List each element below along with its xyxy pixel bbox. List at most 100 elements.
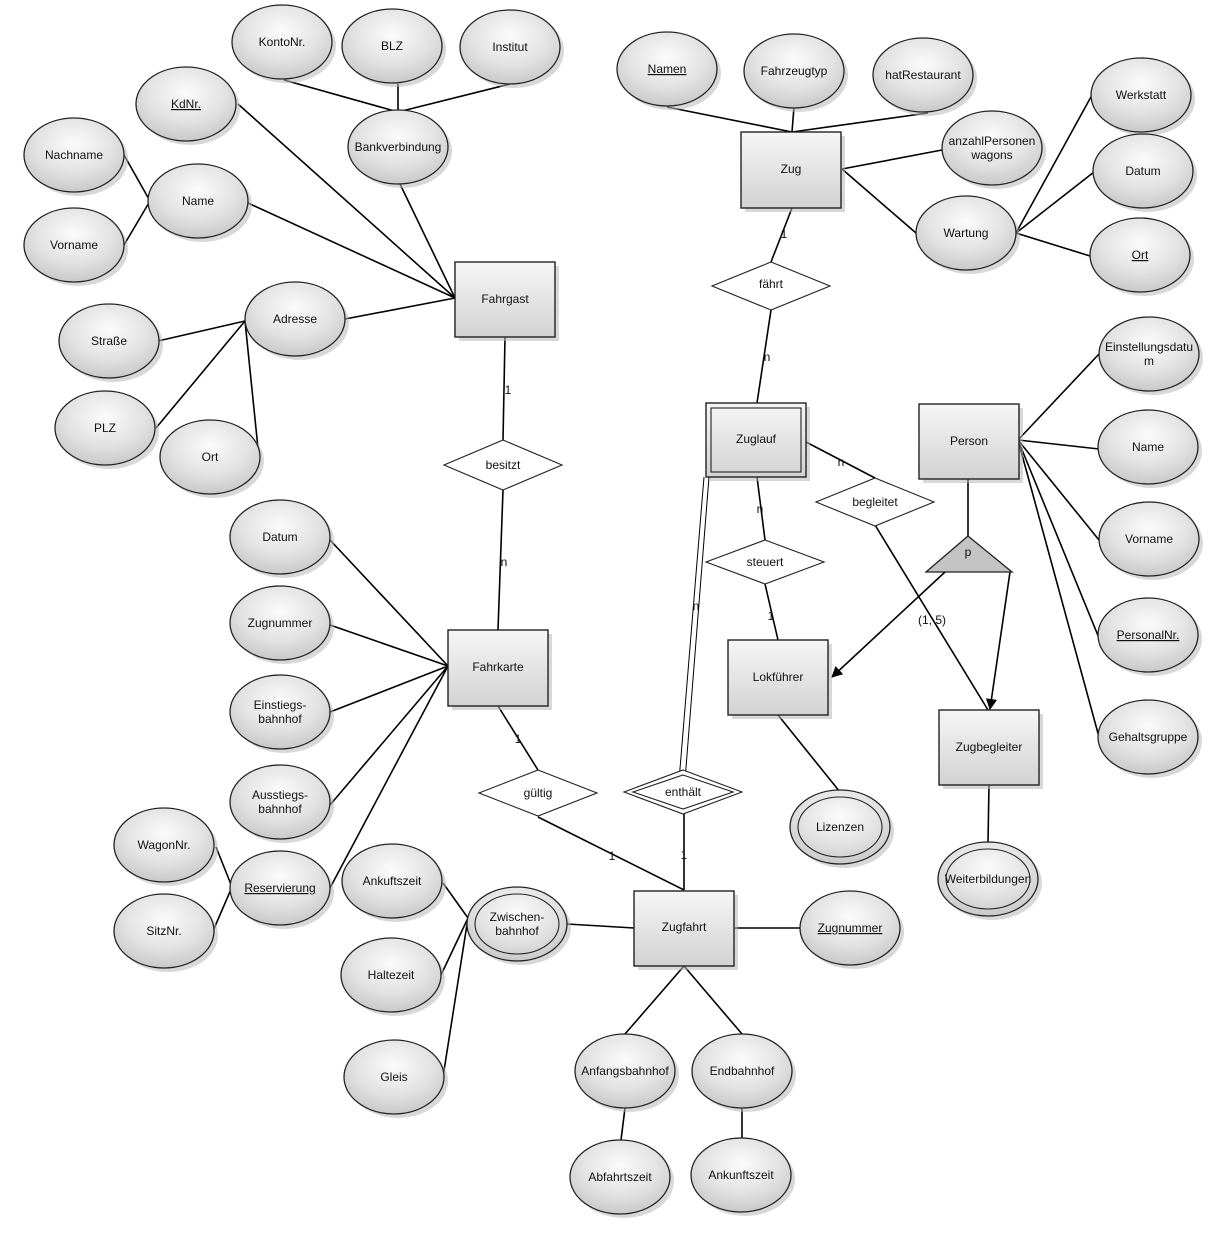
svg-text:besitzt: besitzt bbox=[486, 458, 521, 472]
cardinality-faehrt-zuglauf: n bbox=[764, 350, 771, 364]
attribute-adresse: Adresse bbox=[244, 281, 349, 360]
svg-text:Zugfahrt: Zugfahrt bbox=[662, 920, 707, 934]
attribute-lizenzen-multivalued: Lizenzen bbox=[789, 789, 894, 868]
isa-triangle: p bbox=[924, 535, 1014, 573]
svg-text:gültig: gültig bbox=[524, 786, 553, 800]
attribute-fahrzeugtyp: Fahrzeugtyp bbox=[743, 33, 848, 112]
attribute-werkstatt: Werkstatt bbox=[1090, 57, 1195, 136]
attribute-weiterbildungen-multivalued: Weiterbildungen bbox=[937, 841, 1042, 920]
svg-text:PLZ: PLZ bbox=[94, 421, 116, 435]
attribute-ankunftszeit: Ankunftszeit bbox=[690, 1137, 795, 1216]
svg-text:Fahrzeugtyp: Fahrzeugtyp bbox=[761, 64, 828, 78]
relationship-steuert: steuert bbox=[704, 539, 826, 585]
attribute-ort-wartung: Ort bbox=[1089, 217, 1194, 296]
svg-text:Vorname: Vorname bbox=[50, 238, 98, 252]
attribute-nachname: Nachname bbox=[23, 117, 128, 196]
entity-zugfahrt: Zugfahrt bbox=[633, 890, 738, 970]
cardinality-steuert-lokfuehrer: 1 bbox=[768, 609, 775, 623]
svg-text:Gleis: Gleis bbox=[380, 1070, 407, 1084]
cardinality-labels: 1 n 1 n n 1 n (1, 5) n 1 1 1 bbox=[501, 227, 946, 863]
cardinality-zuglauf-begleitet: n bbox=[838, 455, 845, 469]
attribute-gehaltsgruppe: Gehaltsgruppe bbox=[1097, 699, 1202, 778]
attribute-ausstiegsbahnhof: Ausstiegs- bahnhof bbox=[229, 764, 334, 843]
cardinality-besitzt-fahrkarte: n bbox=[501, 555, 508, 569]
attribute-vorname-person: Vorname bbox=[1098, 501, 1203, 580]
attribute-ankuftszeit-zwischenbahnhof: Ankuftszeit bbox=[341, 843, 446, 922]
attribute-vorname-fahrgast: Vorname bbox=[23, 207, 128, 286]
svg-text:Datum: Datum bbox=[1125, 164, 1160, 178]
svg-text:Ankunftszeit: Ankunftszeit bbox=[708, 1168, 774, 1182]
svg-text:Nachname: Nachname bbox=[45, 148, 103, 162]
svg-text:Abfahrtszeit: Abfahrtszeit bbox=[588, 1170, 652, 1184]
svg-text:Adresse: Adresse bbox=[273, 312, 317, 326]
attribute-abfahrtszeit: Abfahrtszeit bbox=[569, 1139, 674, 1218]
attribute-plz: PLZ bbox=[54, 390, 159, 469]
svg-text:Ort: Ort bbox=[202, 450, 219, 464]
svg-text:hatRestaurant: hatRestaurant bbox=[885, 68, 961, 82]
attribute-hatrestaurant: hatRestaurant bbox=[872, 37, 977, 116]
relationship-besitzt: besitzt bbox=[442, 439, 564, 491]
attribute-bankverbindung: Bankverbindung bbox=[347, 109, 452, 188]
svg-text:Weiterbildungen: Weiterbildungen bbox=[945, 872, 1032, 886]
svg-text:Zugbegleiter: Zugbegleiter bbox=[956, 740, 1023, 754]
relationship-faehrt: fährt bbox=[710, 261, 832, 311]
svg-text:steuert: steuert bbox=[747, 555, 784, 569]
svg-text:wagons: wagons bbox=[970, 148, 1012, 162]
svg-text:Haltezeit: Haltezeit bbox=[368, 968, 415, 982]
attribute-kontonr: KontoNr. bbox=[231, 4, 336, 83]
svg-text:Ausstiegs-: Ausstiegs- bbox=[252, 788, 308, 802]
svg-text:Ankuftszeit: Ankuftszeit bbox=[363, 874, 422, 888]
svg-text:Bankverbindung: Bankverbindung bbox=[355, 140, 442, 154]
cardinality-begleitet-zugbegleiter: (1, 5) bbox=[918, 613, 946, 627]
attribute-gleis: Gleis bbox=[343, 1039, 448, 1118]
svg-text:enthält: enthält bbox=[665, 785, 702, 799]
attribute-zwischenbahnhof-multivalued: Zwischen- bahnhof bbox=[466, 886, 571, 965]
svg-text:Zugnummer: Zugnummer bbox=[248, 616, 313, 630]
svg-text:m: m bbox=[1144, 354, 1154, 368]
svg-text:Ort: Ort bbox=[1132, 248, 1149, 262]
svg-text:bahnhof: bahnhof bbox=[258, 712, 302, 726]
svg-text:Name: Name bbox=[182, 194, 214, 208]
cardinality-zug-faehrt: 1 bbox=[781, 227, 788, 241]
svg-text:Anfangsbahnhof: Anfangsbahnhof bbox=[581, 1064, 669, 1078]
svg-text:Straße: Straße bbox=[91, 334, 127, 348]
attribute-datum-fahrkarte: Datum bbox=[229, 499, 334, 578]
entity-lokfuehrer: Lokführer bbox=[727, 639, 832, 719]
entity-fahrkarte: Fahrkarte bbox=[447, 629, 552, 710]
svg-text:bahnhof: bahnhof bbox=[258, 802, 302, 816]
svg-text:Zwischen-: Zwischen- bbox=[490, 910, 545, 924]
svg-text:BLZ: BLZ bbox=[381, 39, 403, 53]
attribute-institut: Institut bbox=[459, 9, 564, 88]
attribute-blz: BLZ bbox=[341, 8, 446, 87]
svg-text:Fahrgast: Fahrgast bbox=[481, 292, 529, 306]
svg-text:Zuglauf: Zuglauf bbox=[736, 432, 777, 446]
svg-text:WagonNr.: WagonNr. bbox=[138, 838, 191, 852]
attribute-namen-zug: Namen bbox=[616, 31, 721, 110]
svg-text:Person: Person bbox=[950, 434, 988, 448]
attribute-zugnummer-fahrkarte: Zugnummer bbox=[229, 585, 334, 664]
svg-text:Einstiegs-: Einstiegs- bbox=[254, 698, 307, 712]
svg-text:Institut: Institut bbox=[492, 40, 528, 54]
attribute-strasse: Straße bbox=[58, 303, 163, 382]
attribute-reservierung: Reservierung bbox=[229, 850, 334, 929]
cardinality-fahrkarte-gueltig: 1 bbox=[515, 732, 522, 746]
cardinality-gueltig-zugfahrt: 1 bbox=[609, 849, 616, 863]
attribute-einstiegsbahnhof: Einstiegs- bahnhof bbox=[229, 674, 334, 753]
svg-text:fährt: fährt bbox=[759, 277, 784, 291]
attribute-einstellungsdatum: Einstellungsdatu m bbox=[1098, 316, 1203, 395]
cardinality-enthaelt-zugfahrt: 1 bbox=[681, 848, 688, 862]
svg-text:p: p bbox=[965, 545, 972, 559]
svg-text:anzahlPersonen: anzahlPersonen bbox=[949, 134, 1036, 148]
svg-text:Lizenzen: Lizenzen bbox=[816, 820, 864, 834]
svg-text:KdNr.: KdNr. bbox=[171, 97, 201, 111]
attribute-name-fahrgast: Name bbox=[147, 163, 252, 242]
attribute-anfangsbahnhof: Anfangsbahnhof bbox=[574, 1033, 679, 1112]
svg-text:Fahrkarte: Fahrkarte bbox=[472, 660, 524, 674]
attribute-endbahnhof: Endbahnhof bbox=[691, 1033, 796, 1112]
relationship-gueltig: gültig bbox=[477, 769, 599, 817]
attribute-datum-wartung: Datum bbox=[1092, 133, 1197, 212]
svg-text:Name: Name bbox=[1132, 440, 1164, 454]
svg-text:Endbahnhof: Endbahnhof bbox=[710, 1064, 775, 1078]
svg-text:bahnhof: bahnhof bbox=[495, 924, 539, 938]
